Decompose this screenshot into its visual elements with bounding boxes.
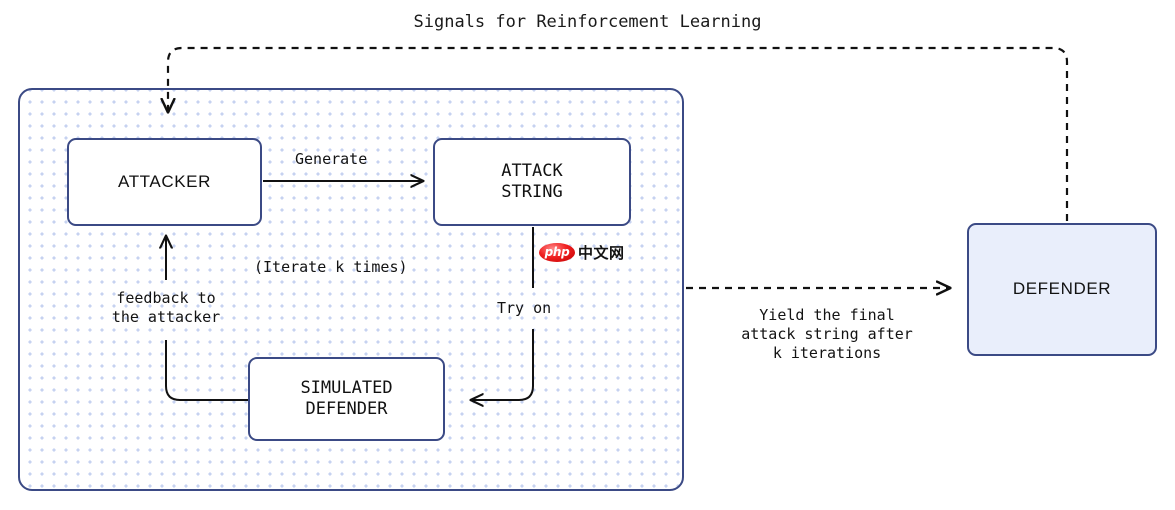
- page-title: Signals for Reinforcement Learning: [413, 12, 762, 32]
- node-attack-string[interactable]: ATTACK STRING: [433, 138, 631, 226]
- node-defender[interactable]: DEFENDER: [967, 223, 1157, 356]
- node-simulated-defender[interactable]: SIMULATED DEFENDER: [248, 357, 445, 441]
- watermark: php 中文网: [539, 241, 625, 263]
- edge-label-try-on: Try on: [497, 299, 552, 317]
- node-attack-string-label: ATTACK STRING: [501, 161, 563, 202]
- php-logo-icon: php: [539, 242, 575, 262]
- edge-label-yield: Yield the final attack string after k it…: [741, 306, 913, 363]
- watermark-chinese-text: 中文网: [578, 243, 625, 262]
- node-attacker[interactable]: ATTACKER: [67, 138, 262, 226]
- node-attacker-label: ATTACKER: [118, 171, 211, 191]
- node-simulated-defender-label: SIMULATED DEFENDER: [300, 378, 393, 419]
- edge-label-iterate: (Iterate k times): [254, 258, 408, 276]
- edge-label-generate: Generate: [295, 150, 368, 168]
- node-defender-label: DEFENDER: [1012, 279, 1112, 299]
- edge-label-feedback: feedback to the attacker: [111, 289, 221, 327]
